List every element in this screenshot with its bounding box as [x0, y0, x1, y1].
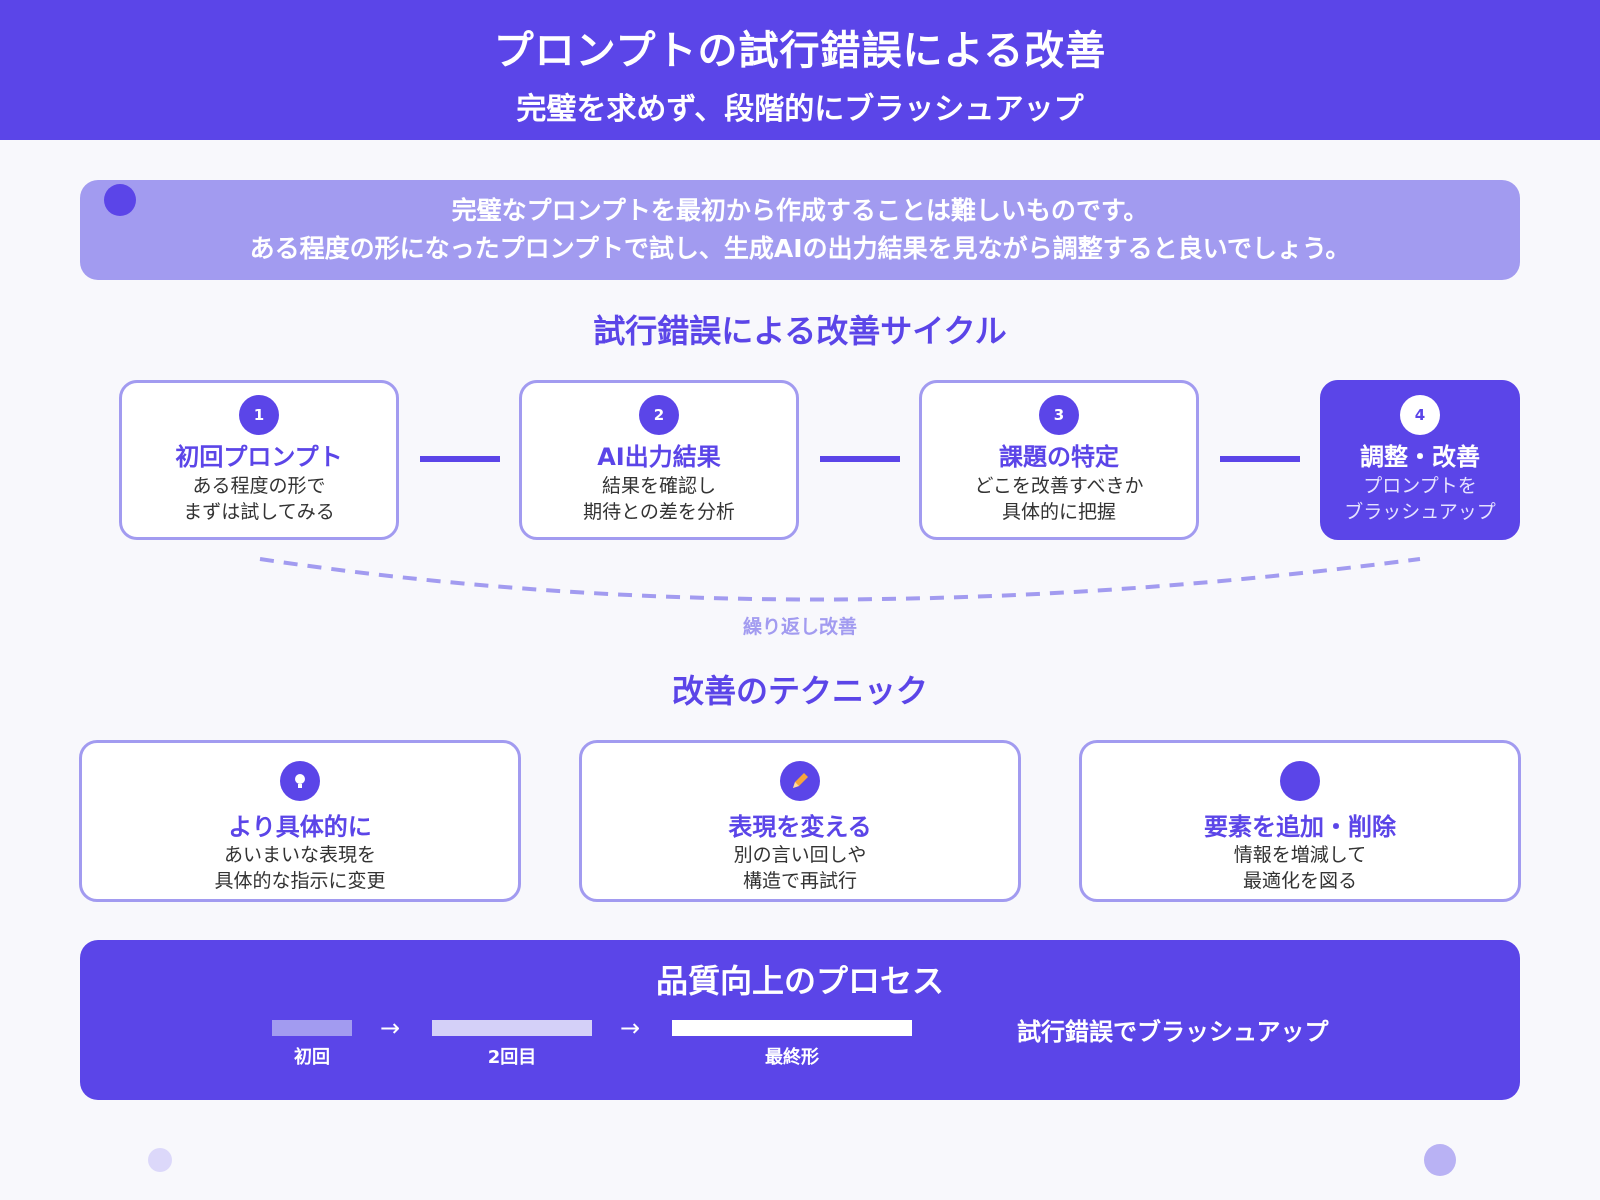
step-description: どこを改善すべきか 具体的に把握 — [922, 473, 1196, 525]
step-number-badge: 4 — [1400, 395, 1440, 435]
cycle-step-1: 1 初回プロンプト ある程度の形で まずは試してみる — [119, 380, 399, 540]
page-title: プロンプトの試行錯誤による改善 — [493, 28, 1107, 74]
lightbulb-icon — [280, 761, 320, 801]
loop-curve — [259, 557, 1421, 602]
cycle-section-title: 試行錯誤による改善サイクル — [593, 312, 1007, 350]
technique-description: 別の言い回しや 構造で再試行 — [582, 842, 1018, 894]
step-desc-line: 期待との差を分析 — [583, 501, 735, 523]
intro-line-1: 完璧なプロンプトを最初から作成することは難しいものです。 — [451, 196, 1149, 225]
intro-line-2: ある程度の形になったプロンプトで試し、生成AIの出力結果を見ながら調整すると良い… — [249, 234, 1351, 263]
step-connector — [820, 456, 900, 462]
intro-dot-icon — [104, 184, 136, 216]
step-desc-line: まずは試してみる — [183, 501, 335, 523]
step-number-badge: 1 — [239, 395, 279, 435]
decorative-dot — [1424, 1144, 1456, 1176]
decorative-dot — [148, 1148, 172, 1172]
step-desc-line: どこを改善すべきか — [974, 475, 1144, 497]
technique-description: あいまいな表現を 具体的な指示に変更 — [82, 842, 518, 894]
step-connector — [420, 456, 500, 462]
circle-icon — [1280, 761, 1320, 801]
technique-desc-line: 最適化を図る — [1242, 870, 1357, 892]
technique-desc-line: 別の言い回しや — [733, 844, 867, 866]
technique-card-specific: より具体的に あいまいな表現を 具体的な指示に変更 — [79, 740, 521, 902]
step-name: AI出力結果 — [597, 443, 721, 471]
quality-label-initial: 初回 — [294, 1047, 330, 1068]
pencil-icon — [780, 761, 820, 801]
header-banner: プロンプトの試行錯誤による改善 完璧を求めず、段階的にブラッシュアップ — [0, 0, 1600, 140]
technique-card-rephrase: 表現を変える 別の言い回しや 構造で再試行 — [579, 740, 1021, 902]
cycle-step-4: 4 調整・改善 プロンプトを ブラッシュアップ — [1320, 380, 1520, 540]
step-description: ある程度の形で まずは試してみる — [122, 473, 396, 525]
step-name: 課題の特定 — [999, 443, 1119, 471]
quality-title: 品質向上のプロセス — [655, 962, 944, 1000]
technique-name: 要素を追加・削除 — [1204, 813, 1396, 841]
step-desc-line: ブラッシュアップ — [1344, 501, 1496, 523]
step-desc-line: プロンプトを — [1363, 475, 1477, 497]
technique-desc-line: 構造で再試行 — [742, 870, 857, 892]
quality-caption: 試行錯誤でブラッシュアップ — [1017, 1018, 1329, 1046]
step-desc-line: 具体的に把握 — [1001, 501, 1116, 523]
technique-desc-line: 情報を増減して — [1233, 844, 1367, 866]
step-name: 調整・改善 — [1360, 443, 1480, 471]
step-description: プロンプトを ブラッシュアップ — [1323, 473, 1517, 525]
step-connector — [1220, 456, 1300, 462]
quality-bar-initial — [272, 1020, 352, 1036]
step-number-badge: 2 — [639, 395, 679, 435]
step-description: 結果を確認し 期待との差を分析 — [522, 473, 796, 525]
quality-process-panel: 品質向上のプロセス 初回 → 2回目 → 最終形 試行錯誤でブラッシュアップ — [80, 940, 1520, 1100]
technique-name: 表現を変える — [728, 813, 872, 841]
intro-box: 完璧なプロンプトを最初から作成することは難しいものです。 ある程度の形になったプ… — [80, 180, 1520, 280]
arrow-right-icon: → — [620, 1014, 641, 1042]
technique-name: より具体的に — [228, 813, 372, 841]
step-desc-line: ある程度の形で — [192, 475, 326, 497]
technique-desc-line: 具体的な指示に変更 — [214, 870, 386, 892]
loop-label: 繰り返し改善 — [742, 616, 857, 638]
step-number-badge: 3 — [1039, 395, 1079, 435]
cycle-step-2: 2 AI出力結果 結果を確認し 期待との差を分析 — [519, 380, 799, 540]
cycle-step-3: 3 課題の特定 どこを改善すべきか 具体的に把握 — [919, 380, 1199, 540]
quality-bar-second — [432, 1020, 592, 1036]
loop-dashed-arrow — [259, 557, 1421, 602]
quality-bar-final — [672, 1020, 912, 1036]
step-name: 初回プロンプト — [175, 443, 343, 471]
arrow-right-icon: → — [380, 1014, 401, 1042]
quality-label-final: 最終形 — [765, 1047, 819, 1068]
step-desc-line: 結果を確認し — [601, 475, 716, 497]
technique-description: 情報を増減して 最適化を図る — [1082, 842, 1518, 894]
technique-desc-line: あいまいな表現を — [223, 844, 376, 866]
quality-label-second: 2回目 — [487, 1047, 537, 1068]
technique-card-add-remove: 要素を追加・削除 情報を増減して 最適化を図る — [1079, 740, 1521, 902]
page-subtitle: 完璧を求めず、段階的にブラッシュアップ — [516, 92, 1084, 127]
techniques-section-title: 改善のテクニック — [671, 672, 928, 710]
